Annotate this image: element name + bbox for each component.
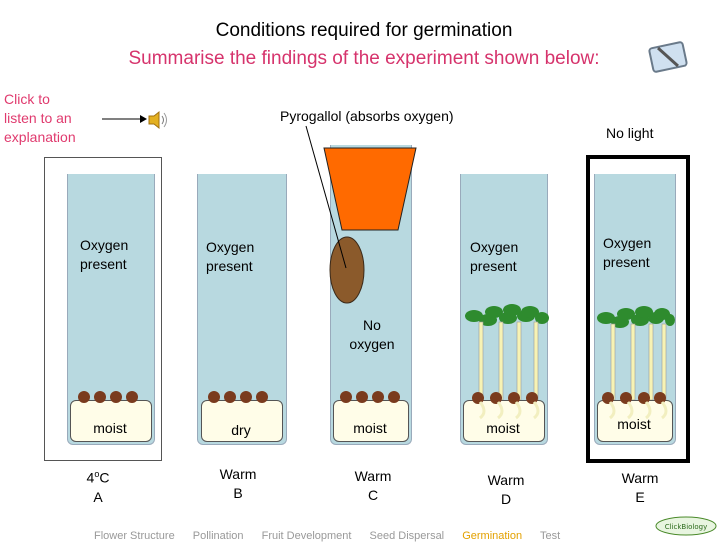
notepad-icon[interactable] xyxy=(648,40,690,74)
pyrogallol-blob xyxy=(329,236,365,304)
tube-a-frame xyxy=(44,157,162,461)
germinated-seeds-e xyxy=(602,392,668,420)
nav-pollination[interactable]: Pollination xyxy=(192,530,244,542)
arrow-icon xyxy=(102,115,147,123)
nav-germination[interactable]: Germination xyxy=(462,530,523,542)
medium-c: moist xyxy=(353,420,387,436)
svg-text:ClickBiology: ClickBiology xyxy=(665,523,708,531)
page-title: Conditions required for germination xyxy=(215,20,513,41)
dark-box xyxy=(586,155,690,463)
seedlings-e xyxy=(597,306,675,401)
cotton-wool-e xyxy=(597,400,673,442)
cotton-wool-b xyxy=(201,400,283,442)
medium-e: moist xyxy=(617,416,651,432)
seedlings-d xyxy=(465,304,549,401)
nav-fruit-development[interactable]: Fruit Development xyxy=(261,530,352,542)
audio-instructions: Click to listen to an explanation xyxy=(4,91,76,145)
tube-a-label: 4oC A xyxy=(86,469,110,505)
speaker-icon[interactable] xyxy=(146,108,170,132)
cotton-wool-c xyxy=(333,400,409,442)
nav-flower-structure[interactable]: Flower Structure xyxy=(94,530,175,542)
no-light-label: No light xyxy=(606,125,654,141)
page-subtitle: Summarise the findings of the experiment… xyxy=(128,48,600,69)
medium-a: moist xyxy=(93,420,127,436)
clickbiology-logo: ClickBiology xyxy=(655,516,717,536)
medium-b: dry xyxy=(231,422,251,438)
rubber-stopper xyxy=(323,147,417,231)
pointer-line xyxy=(305,125,347,269)
germinated-seeds-d xyxy=(472,392,540,420)
medium-d: moist xyxy=(486,420,520,436)
cotton-wool-a xyxy=(70,400,152,442)
nav-test[interactable]: Test xyxy=(539,530,561,542)
bottom-nav: Flower Structure Pollination Fruit Devel… xyxy=(94,530,575,542)
cotton-wool-d xyxy=(463,400,545,442)
pyrogallol-label: Pyrogallol (absorbs oxygen) xyxy=(280,108,454,124)
nav-seed-dispersal[interactable]: Seed Dispersal xyxy=(369,530,445,542)
